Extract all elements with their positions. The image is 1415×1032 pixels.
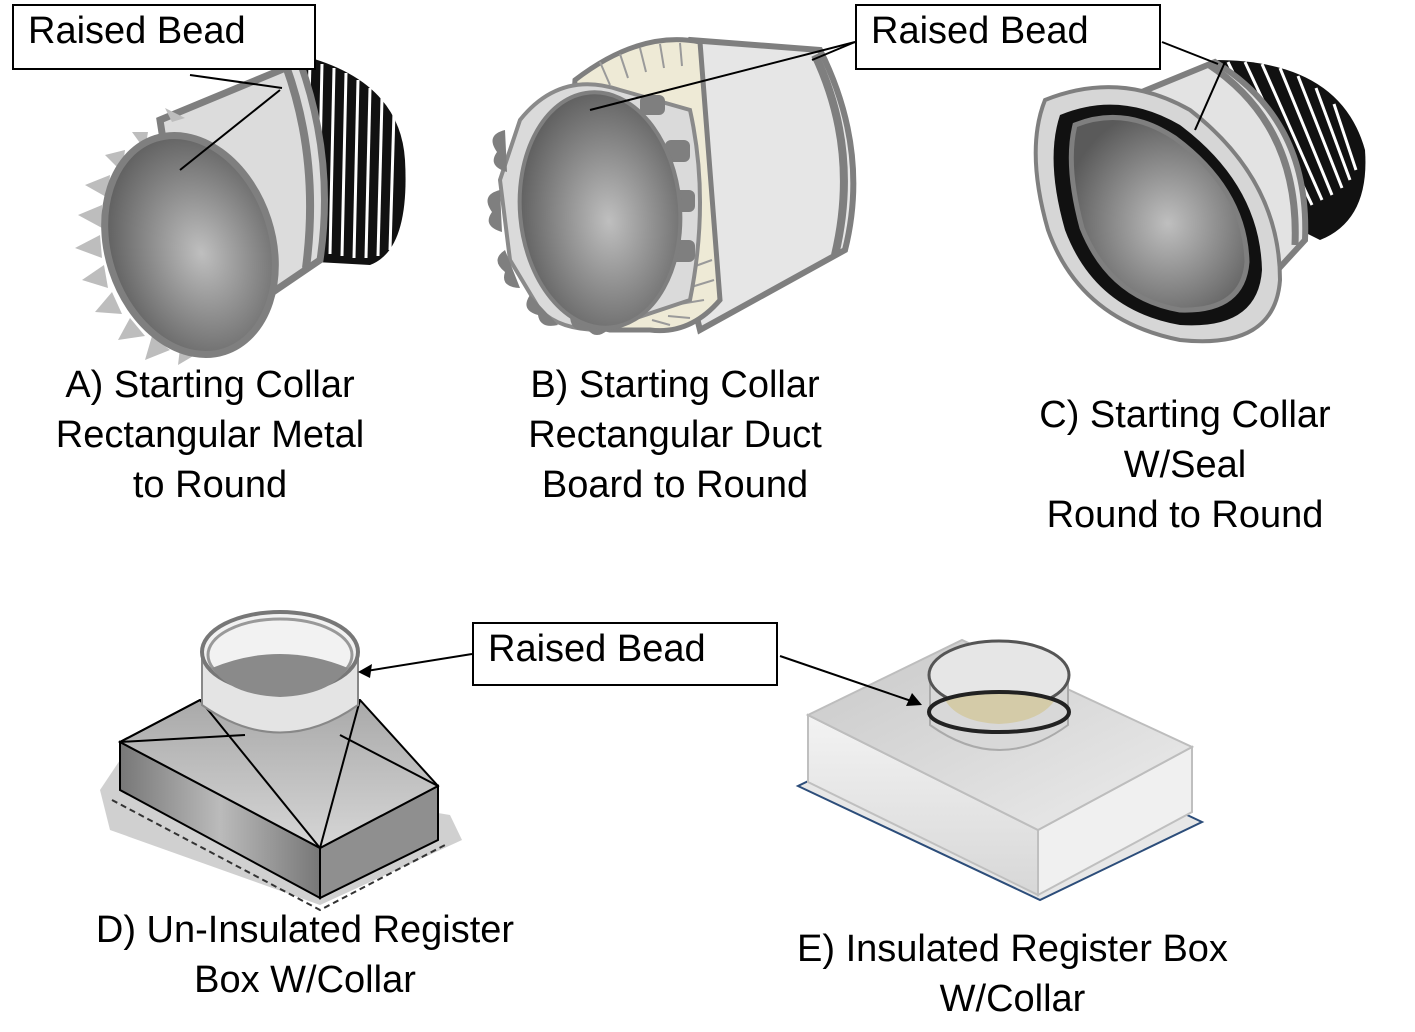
callout-raised-bead-b: Raised Bead xyxy=(855,4,1161,70)
caption-figure-e: E) Insulated Register Box W/Collar xyxy=(760,924,1265,1024)
caption-figure-b: B) Starting Collar Rectangular Duct Boar… xyxy=(490,360,860,510)
caption-line: to Round xyxy=(132,464,288,506)
caption-line: D) Un-Insulated Register xyxy=(95,909,515,951)
caption-line: W/Collar xyxy=(939,978,1086,1020)
figure-e-register-box xyxy=(779,638,1205,902)
caption-line: Round to Round xyxy=(1046,494,1324,536)
callout-raised-bead-a: Raised Bead xyxy=(12,4,316,70)
caption-line: A) Starting Collar xyxy=(65,364,355,406)
caption-line: W/Seal xyxy=(1123,444,1247,486)
figure-a-collar xyxy=(75,55,406,365)
caption-line: Board to Round xyxy=(541,464,809,506)
caption-figure-d: D) Un-Insulated Register Box W/Collar xyxy=(60,905,550,1005)
caption-line: Rectangular Duct xyxy=(528,414,822,456)
caption-line: B) Starting Collar xyxy=(530,364,820,406)
figure-b-collar xyxy=(487,36,857,335)
caption-figure-c: C) Starting Collar W/Seal Round to Round xyxy=(1010,390,1360,540)
callout-raised-bead-d: Raised Bead xyxy=(472,622,778,686)
figure-d-register-box xyxy=(100,610,473,912)
caption-line: Box W/Collar xyxy=(194,959,416,1001)
figure-c-collar xyxy=(1033,41,1366,344)
caption-line: E) Insulated Register Box xyxy=(797,928,1228,970)
caption-line: Rectangular Metal xyxy=(55,414,365,456)
caption-line: C) Starting Collar xyxy=(1039,394,1331,436)
caption-figure-a: A) Starting Collar Rectangular Metal to … xyxy=(20,360,400,510)
